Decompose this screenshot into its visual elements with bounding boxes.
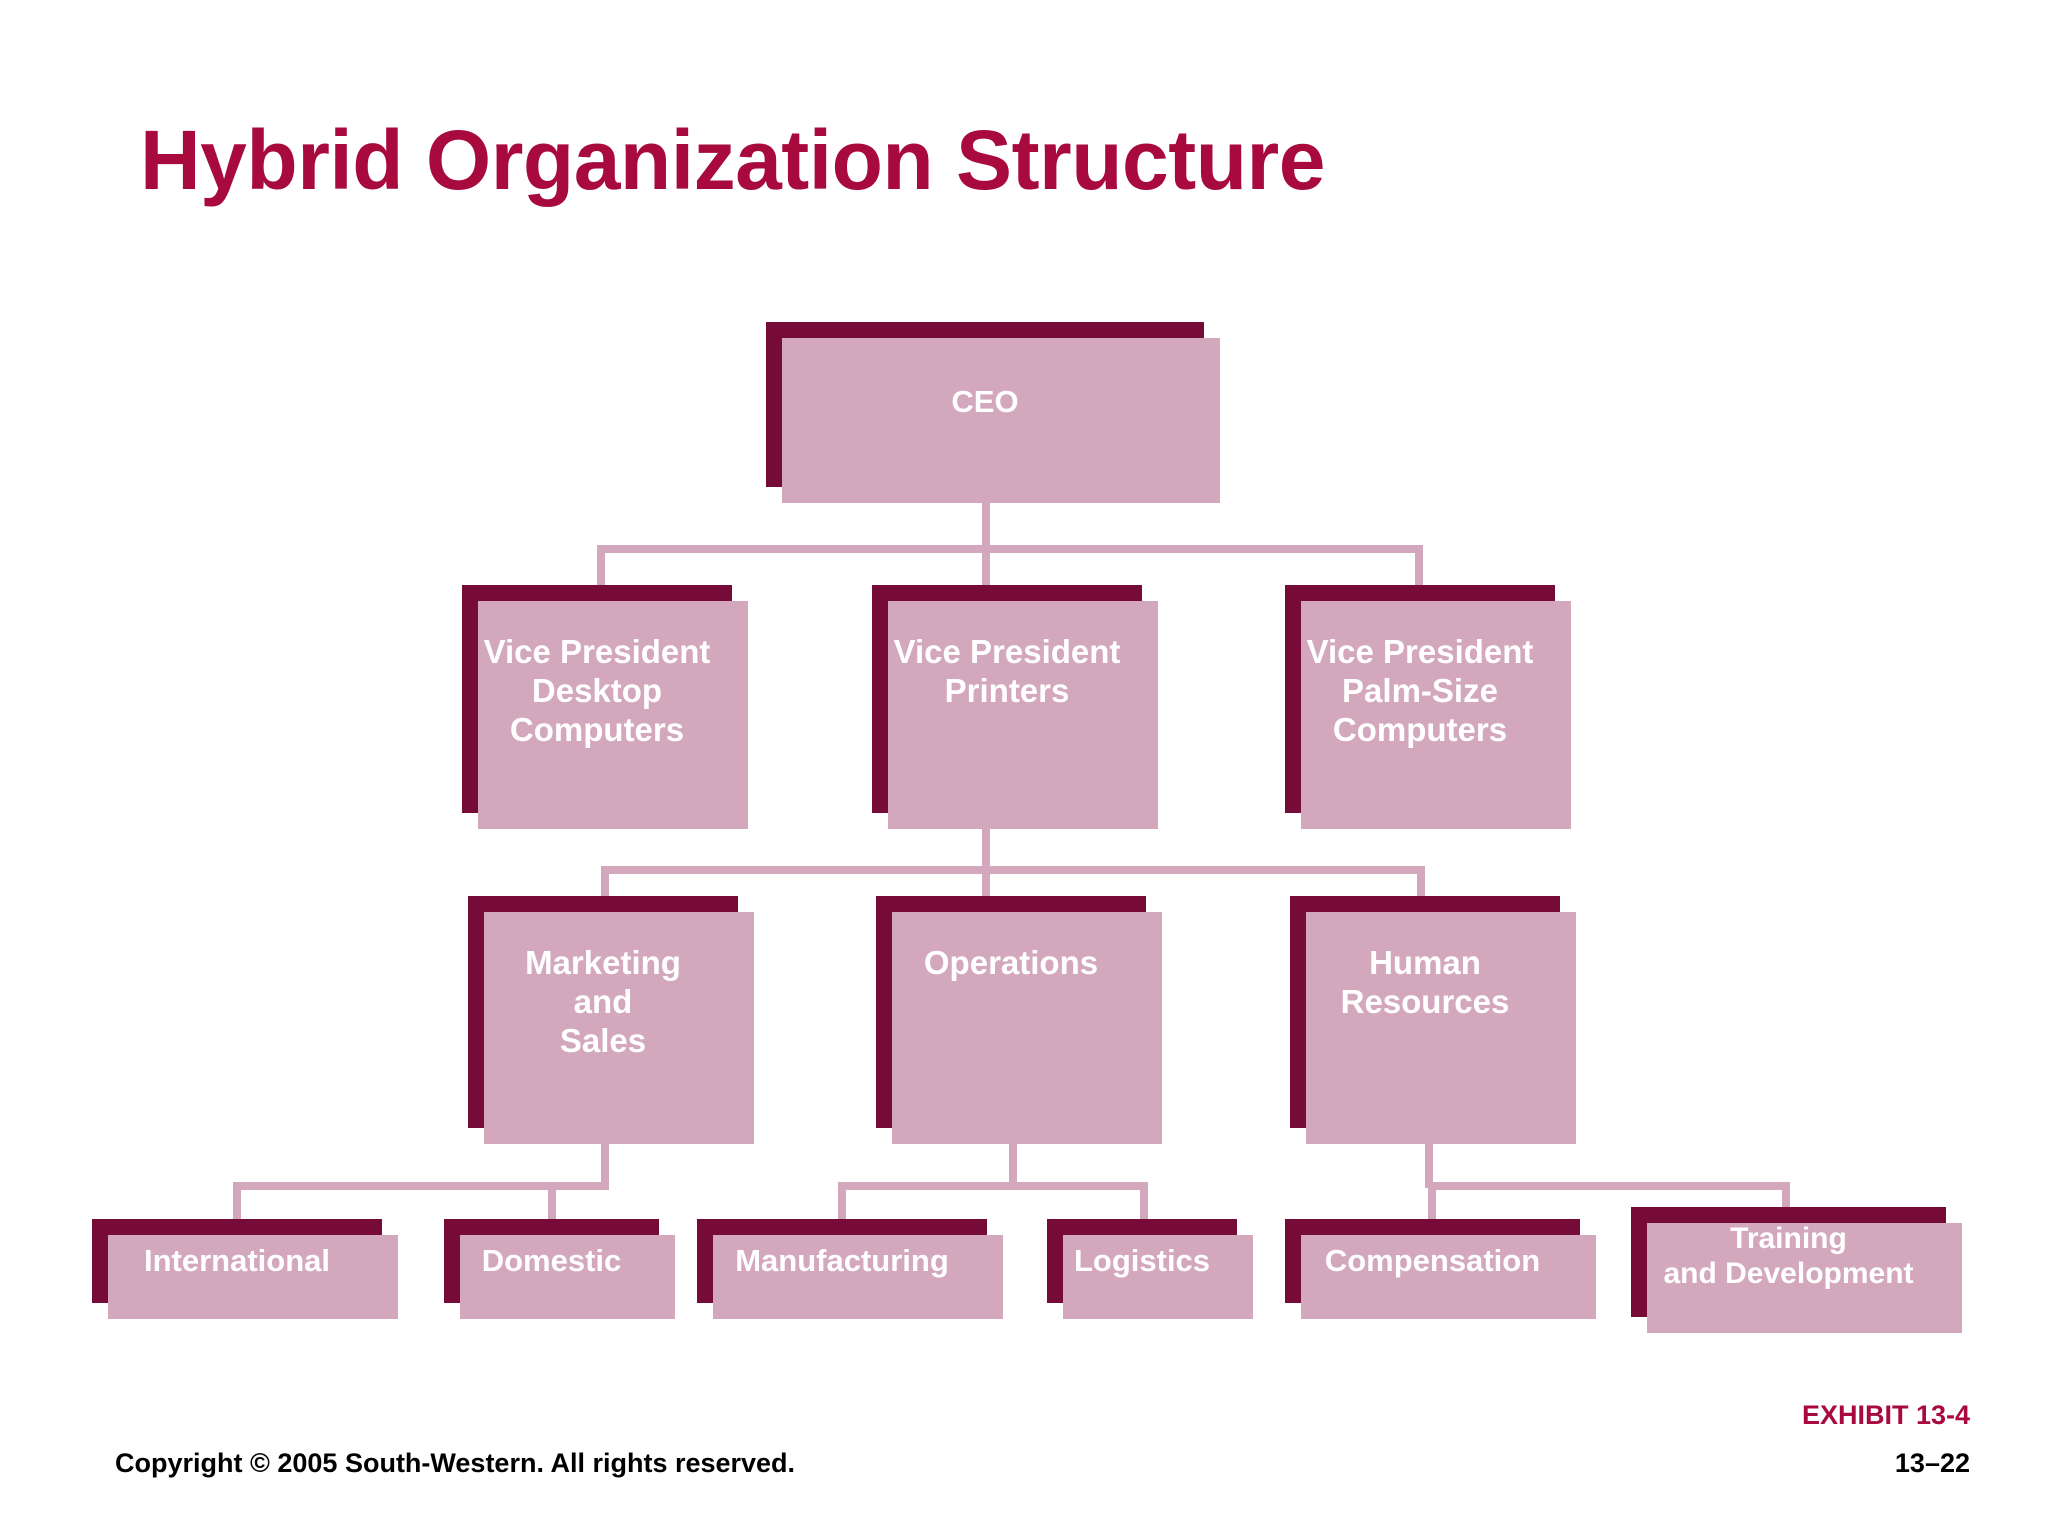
org-node-label: Vice President Desktop Computers — [483, 633, 711, 748]
connector-drop-training — [1782, 1182, 1790, 1210]
connector-marketing-stem — [601, 1128, 609, 1188]
org-node-marketing-and-sales[interactable]: Marketing and Sales — [468, 896, 754, 1144]
node-shadow — [108, 1235, 398, 1319]
copyright-text: Copyright © 2005 South-Western. All righ… — [115, 1448, 796, 1478]
connector-printers-stem — [982, 813, 990, 869]
page-title: Hybrid Organization Structure — [140, 113, 1325, 207]
org-node-international[interactable]: International — [92, 1219, 398, 1319]
connector-vp-bus — [597, 545, 1423, 553]
slide-number: 13–22 — [1894, 1448, 1970, 1478]
node-shadow — [1063, 1235, 1253, 1319]
connector-function-bus — [601, 866, 1425, 874]
connector-drop-vp-palm — [1415, 545, 1423, 587]
connector-ceo-stem — [982, 487, 990, 545]
connector-drop-operations — [982, 866, 990, 900]
node-shadow — [1306, 912, 1576, 1144]
node-shadow — [460, 1235, 675, 1319]
node-shadow — [892, 912, 1162, 1144]
connector-marketing-bus — [233, 1182, 609, 1190]
org-node-label: Domestic — [481, 1243, 622, 1278]
node-shadow — [888, 601, 1158, 829]
node-shadow — [1301, 601, 1571, 829]
org-node-training-and-development[interactable]: Training and Development — [1631, 1207, 1962, 1333]
connector-drop-vp-printers — [982, 545, 990, 587]
node-shadow — [782, 338, 1220, 503]
org-node-compensation[interactable]: Compensation — [1285, 1219, 1596, 1319]
org-node-label: Vice President Printers — [893, 633, 1121, 709]
node-shadow — [1647, 1223, 1962, 1333]
org-node-label: Marketing and Sales — [525, 944, 681, 1059]
connector-operations-bus — [838, 1182, 1148, 1190]
org-node-label: Logistics — [1073, 1243, 1211, 1278]
org-node-label: Vice President Palm-Size Computers — [1306, 633, 1534, 748]
org-node-label: International — [143, 1243, 330, 1278]
org-node-label: Operations — [923, 944, 1099, 981]
connector-drop-logistics — [1140, 1182, 1148, 1222]
org-node-vp-palm-size-computers[interactable]: Vice President Palm-Size Computers — [1285, 585, 1571, 829]
connector-drop-domestic — [548, 1182, 556, 1222]
node-shadow — [478, 601, 748, 829]
connector-drop-vp-desktop — [597, 545, 605, 587]
exhibit-label: EXHIBIT 13-4 — [1801, 1400, 1970, 1430]
org-node-ceo[interactable]: CEO — [766, 322, 1220, 503]
org-node-human-resources[interactable]: Human Resources — [1290, 896, 1576, 1144]
org-node-label: Training and Development — [1663, 1222, 1914, 1291]
org-node-logistics[interactable]: Logistics — [1047, 1219, 1253, 1319]
connector-drop-compensation — [1428, 1182, 1436, 1222]
org-node-operations[interactable]: Operations — [876, 896, 1162, 1144]
org-node-vp-desktop-computers[interactable]: Vice President Desktop Computers — [462, 585, 748, 829]
org-node-manufacturing[interactable]: Manufacturing — [697, 1219, 1003, 1319]
org-node-label: CEO — [951, 384, 1019, 419]
connector-drop-manufacturing — [838, 1182, 846, 1222]
node-shadow — [484, 912, 754, 1144]
org-node-label: Compensation — [1324, 1243, 1541, 1278]
org-node-vp-printers[interactable]: Vice President Printers — [872, 585, 1158, 829]
connector-drop-marketing — [601, 866, 609, 900]
org-node-domestic[interactable]: Domestic — [444, 1219, 675, 1319]
connector-drop-hr — [1417, 866, 1425, 900]
org-node-label: Human Resources — [1340, 944, 1510, 1020]
connector-drop-international — [233, 1182, 241, 1222]
org-node-label: Manufacturing — [735, 1243, 949, 1278]
connector-hr-stem — [1425, 1128, 1433, 1188]
connector-operations-stem — [1009, 1128, 1017, 1188]
connector-hr-bus — [1428, 1182, 1790, 1190]
node-shadow — [713, 1235, 1003, 1319]
node-shadow — [1301, 1235, 1596, 1319]
